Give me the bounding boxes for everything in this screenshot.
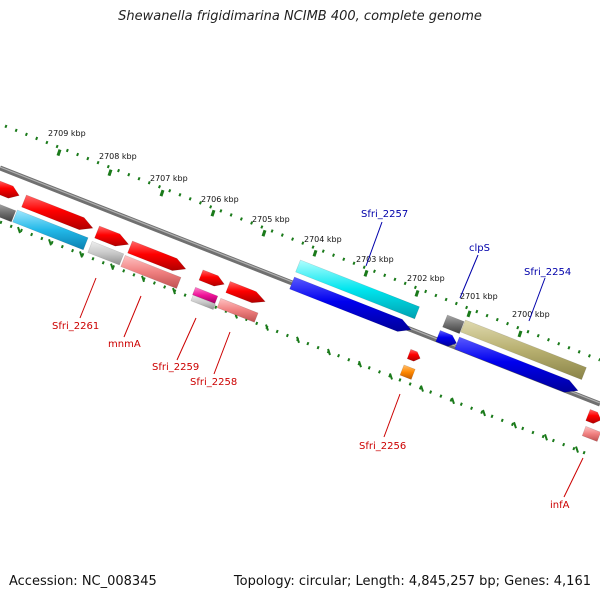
- leader-line-mnma: [123, 295, 142, 338]
- inner-tick: [265, 324, 269, 331]
- inner-tick: [482, 409, 486, 417]
- major-tick: [363, 269, 369, 277]
- scale-label: 2701 kbp: [460, 292, 498, 301]
- gene-arrow: [295, 259, 420, 320]
- genome-summary-text: Topology: circular; Length: 4,845,257 bp…: [233, 574, 591, 589]
- inner-scale-ring: [0, 220, 591, 457]
- gene-arrow: [21, 194, 94, 231]
- gene-label-sfri-2254: Sfri_2254: [524, 267, 571, 278]
- major-tick: [159, 189, 165, 197]
- inner-tick: [141, 275, 145, 283]
- inner-tick: [79, 251, 83, 258]
- gene-label-sfri-2261: Sfri_2261: [52, 321, 99, 332]
- gene-arrow: [120, 255, 182, 289]
- scale-label: 2705 kbp: [252, 215, 290, 224]
- scale-label: 2702 kbp: [407, 274, 445, 283]
- inner-tick: [575, 446, 579, 453]
- inner-tick: [110, 263, 114, 270]
- leader-line-infa: [563, 457, 584, 498]
- major-tick: [312, 249, 318, 257]
- gene-arrow: [0, 204, 17, 223]
- major-tick: [414, 289, 420, 297]
- gene-labels: Sfri_2261 mnmA Sfri_2259 Sfri_2258 Sfri_…: [52, 209, 571, 511]
- leader-line-sfri-2256: [383, 393, 401, 438]
- gene-label-sfri-2256: Sfri_2256: [359, 441, 406, 452]
- major-tick: [261, 229, 267, 237]
- gene-arrow: [198, 269, 225, 287]
- gene-arrow: [442, 314, 465, 334]
- scale-label: 2703 kbp: [356, 255, 394, 264]
- inner-ticks: [17, 226, 579, 453]
- gene-arrow: [289, 276, 412, 332]
- leader-line-sfri-2254: [528, 277, 546, 322]
- page-title: Shewanella frigidimarina NCIMB 400, comp…: [118, 9, 482, 24]
- inner-tick: [327, 348, 331, 356]
- major-tick: [56, 149, 62, 157]
- gene-label-sfri-2257: Sfri_2257: [361, 209, 408, 220]
- leader-line-sfri-2258: [213, 331, 231, 375]
- gene-label-infa: infA: [550, 500, 570, 511]
- inner-tick: [544, 434, 548, 441]
- scale-label: 2708 kbp: [99, 152, 137, 161]
- gene-arrow: [190, 294, 216, 310]
- scale-label: 2709 kbp: [48, 129, 86, 138]
- inner-tick: [389, 373, 393, 380]
- inner-tick: [358, 360, 362, 368]
- inner-tick: [172, 287, 176, 295]
- inner-tick: [451, 397, 455, 405]
- gene-arrow: [0, 180, 20, 199]
- gene-arrow: [585, 409, 600, 424]
- gene-arrow: [87, 241, 125, 266]
- gene-arrow: [454, 336, 579, 393]
- scale-labels: 2709 kbp 2708 kbp 2707 kbp 2706 kbp 2705…: [48, 129, 550, 319]
- leader-lines: [79, 221, 584, 498]
- gene-arrow: [225, 281, 266, 304]
- accession-text: Accession: NC_008345: [9, 574, 157, 589]
- inner-tick: [17, 226, 21, 234]
- inner-tick: [296, 336, 300, 344]
- scale-label: 2704 kbp: [304, 235, 342, 244]
- scale-label: 2700 kbp: [512, 310, 550, 319]
- leader-line-sfri-2261: [79, 277, 97, 319]
- gene-label-sfri-2259: Sfri_2259: [152, 362, 199, 373]
- leader-line-clps: [459, 254, 479, 299]
- gene-features: [0, 180, 600, 442]
- gene-arrow: [406, 348, 421, 362]
- gene-arrow: [12, 209, 89, 251]
- inner-tick: [513, 421, 517, 429]
- scale-label: 2707 kbp: [150, 174, 188, 183]
- scale-label: 2706 kbp: [201, 195, 239, 204]
- leader-line-sfri-2257: [365, 221, 383, 267]
- gene-arrow: [192, 286, 219, 304]
- gene-arrow: [216, 297, 259, 323]
- gene-arrow: [435, 330, 458, 347]
- gene-label-clps: clpS: [469, 243, 490, 254]
- inner-tick: [48, 238, 52, 246]
- gene-arrow: [460, 319, 587, 380]
- gene-arrow: [94, 225, 130, 247]
- major-tick: [210, 209, 216, 217]
- gene-arrow: [127, 240, 187, 271]
- gene-arrow: [581, 425, 600, 442]
- major-tick: [107, 169, 113, 177]
- gene-arrow: [399, 364, 416, 380]
- major-tick: [517, 330, 523, 338]
- major-ticks: [56, 149, 523, 338]
- gene-label-mnma: mnmA: [108, 339, 141, 350]
- outer-scale-ring: [4, 124, 600, 362]
- gene-label-sfri-2258: Sfri_2258: [190, 377, 237, 388]
- leader-line-sfri-2259: [176, 317, 197, 361]
- inner-tick: [420, 385, 424, 392]
- major-tick: [466, 310, 472, 318]
